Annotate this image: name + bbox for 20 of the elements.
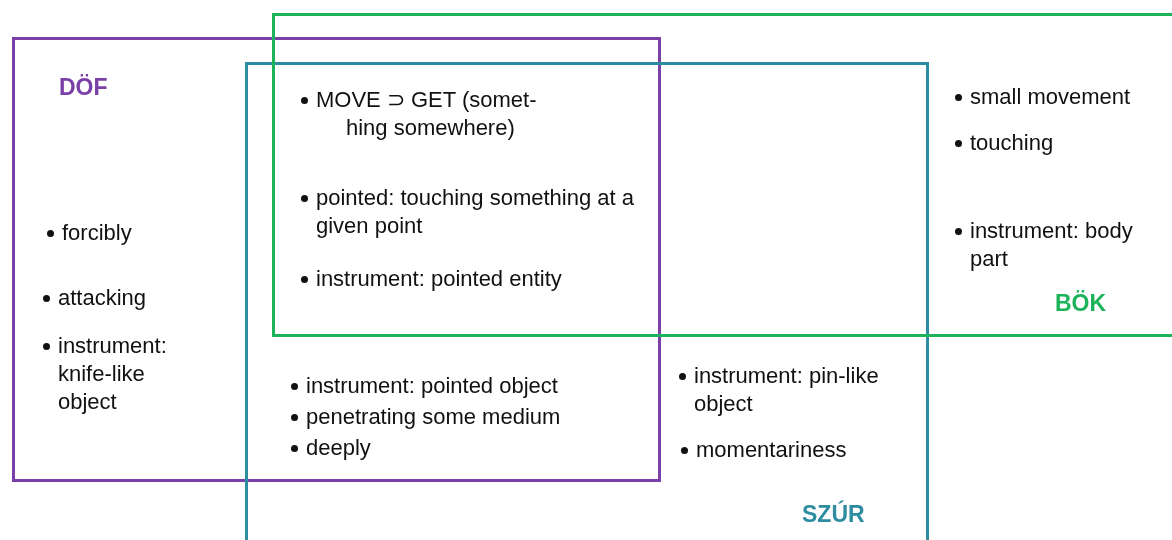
set-outline [245, 62, 929, 540]
bullet-item: instrument: pin-like object [678, 362, 923, 418]
bullet-item: forcibly [46, 219, 236, 247]
bullet-item: penetrating some medium [290, 403, 650, 431]
bullet-item: MOVE ⊃ GET (somet-hing somewhere) [300, 86, 550, 142]
set-heading: BÖK [1055, 290, 1107, 317]
bullet-item: instrument: body part [954, 217, 1169, 273]
bullet-item: momentariness [680, 436, 925, 464]
bullet-item: deeply [290, 434, 650, 462]
set-heading: SZÚR [802, 501, 865, 528]
set-outline [272, 13, 1172, 337]
bullet-item: instrument: knife-like object [42, 332, 182, 416]
set-outline [12, 37, 661, 482]
set-heading: DÖF [59, 74, 108, 101]
bullet-item: pointed: touching something at a given point [300, 184, 660, 240]
bullet-item: attacking [42, 284, 232, 312]
bullet-item: small movement [954, 83, 1169, 111]
bullet-item: touching [954, 129, 1169, 157]
bullet-item: instrument: pointed entity [300, 265, 660, 293]
bullet-item: instrument: pointed object [290, 372, 650, 400]
